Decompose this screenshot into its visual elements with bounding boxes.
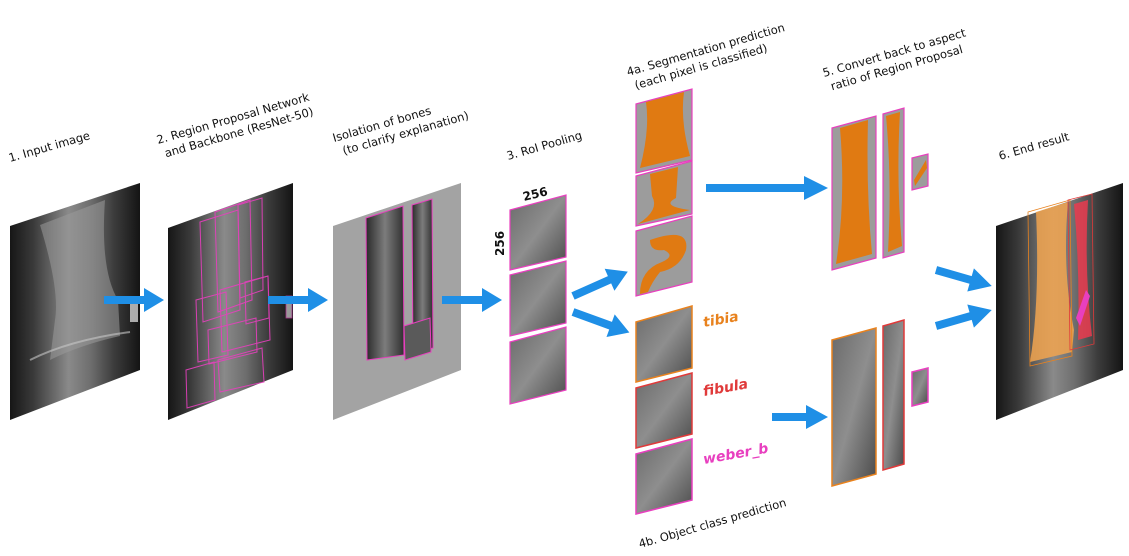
- roi-height-label: 256: [493, 231, 507, 256]
- isolation-panel: [333, 183, 461, 420]
- step-label-convert: 5. Convert back to aspect ratio of Regio…: [821, 25, 968, 93]
- rpn-panel: [168, 183, 293, 420]
- roi-crop-3: [509, 326, 567, 405]
- step-roi-text: 3. RoI Pooling: [505, 128, 584, 163]
- end-result-panel: [996, 183, 1123, 420]
- arrow-roi-to-seg: [571, 268, 628, 300]
- step-label-isolation: Isolation of bones (to clarify explanati…: [331, 103, 470, 157]
- step-label-seg: 4a. Segmentation prediction (each pixel …: [625, 20, 786, 92]
- class-crop-weber: [635, 438, 693, 515]
- roi-crop-1: [509, 194, 567, 271]
- seg-mask-2: [635, 160, 693, 227]
- roi-width-label: 256: [521, 184, 549, 204]
- class-label-weber-b: weber_b: [702, 441, 770, 468]
- class-crop-tibia: [635, 305, 693, 383]
- arrow-rpn-to-isolation: [268, 288, 328, 312]
- converted-crops: [831, 319, 929, 487]
- converted-crop-fibula: [882, 319, 905, 471]
- arrows: [104, 176, 992, 429]
- step-input-text: 1. Input image: [7, 128, 91, 165]
- class-crop-fibula: [635, 372, 693, 449]
- arrow-input-to-rpn: [104, 288, 164, 312]
- arrow-isolation-to-roi: [442, 288, 502, 312]
- converted-masks: [831, 107, 929, 271]
- fibula-overlay: [1074, 200, 1092, 340]
- class-label-fibula: fibula: [702, 376, 749, 400]
- arrow-crop-to-result: [934, 304, 992, 330]
- step-label-input: 1. Input image: [7, 128, 91, 165]
- segmentation-stack: [635, 88, 693, 297]
- step-label-roi: 3. RoI Pooling: [505, 128, 584, 163]
- tibia-overlay: [1030, 202, 1074, 362]
- arrow-class-to-convert: [772, 405, 828, 429]
- seg-mask-1: [635, 88, 693, 174]
- proposal-boxes: [185, 197, 271, 409]
- roi-stack: 256 256: [493, 184, 567, 405]
- arrow-seg-to-convert: [706, 176, 828, 200]
- roi-crop-2: [509, 260, 567, 337]
- weber-overlay: [1076, 290, 1090, 326]
- step-label-end: 6. End result: [997, 129, 1071, 163]
- seg-mask-3: [635, 215, 693, 297]
- class-crops: [635, 305, 693, 515]
- class-labels: tibia fibula weber_b: [702, 309, 770, 468]
- converted-crop-tibia: [831, 327, 877, 487]
- arrow-roi-to-class: [571, 308, 630, 337]
- converted-crop-weber: [911, 367, 929, 407]
- input-image-panel: [10, 183, 140, 420]
- class-label-tibia: tibia: [702, 309, 740, 331]
- step-label-rpn: 2. Region Proposal Network and Backbone …: [155, 90, 315, 160]
- arrow-mask-to-result: [934, 266, 992, 292]
- step-end-text: 6. End result: [997, 129, 1071, 163]
